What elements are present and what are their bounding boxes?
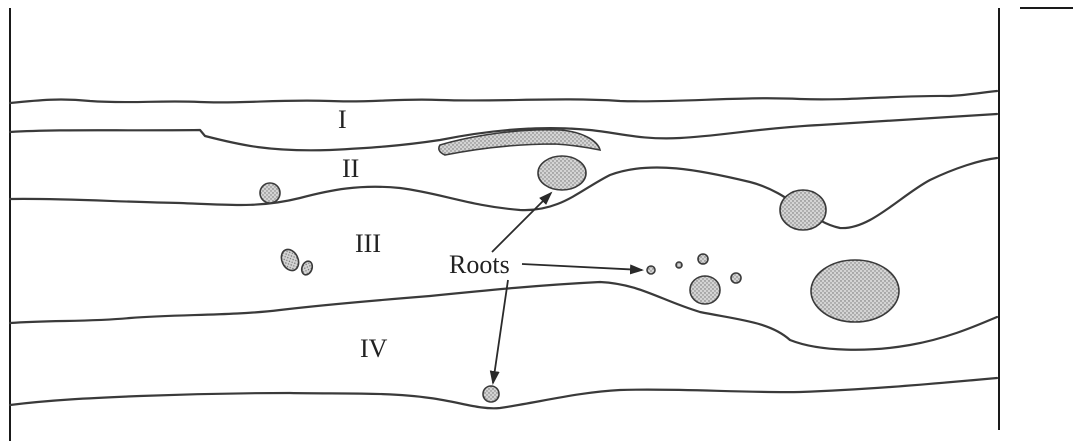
layer-label-IV: IV — [360, 334, 388, 363]
root-6 — [811, 260, 899, 322]
root-2 — [260, 183, 280, 203]
root-10 — [731, 273, 741, 283]
layer-label-III: III — [355, 229, 381, 258]
roots-arrow-up — [492, 193, 551, 252]
root-11 — [647, 266, 655, 274]
root-1 — [538, 156, 586, 190]
roots-arrow-right — [522, 264, 642, 270]
root-5 — [300, 260, 314, 277]
root-8 — [698, 254, 708, 264]
root-9 — [676, 262, 682, 268]
roots-label: Roots — [449, 250, 510, 279]
layer-label-II: II — [342, 154, 359, 183]
root-4 — [278, 247, 302, 274]
root-elongated — [439, 130, 600, 155]
boundary-line-5 — [10, 378, 997, 408]
root-3 — [780, 190, 826, 230]
boundary-line-3 — [10, 158, 997, 228]
roots-arrow-down — [493, 280, 508, 383]
layer-label-I: I — [338, 105, 347, 134]
root-7 — [690, 276, 720, 304]
root-12 — [483, 386, 499, 402]
boundary-line-1 — [10, 91, 997, 103]
